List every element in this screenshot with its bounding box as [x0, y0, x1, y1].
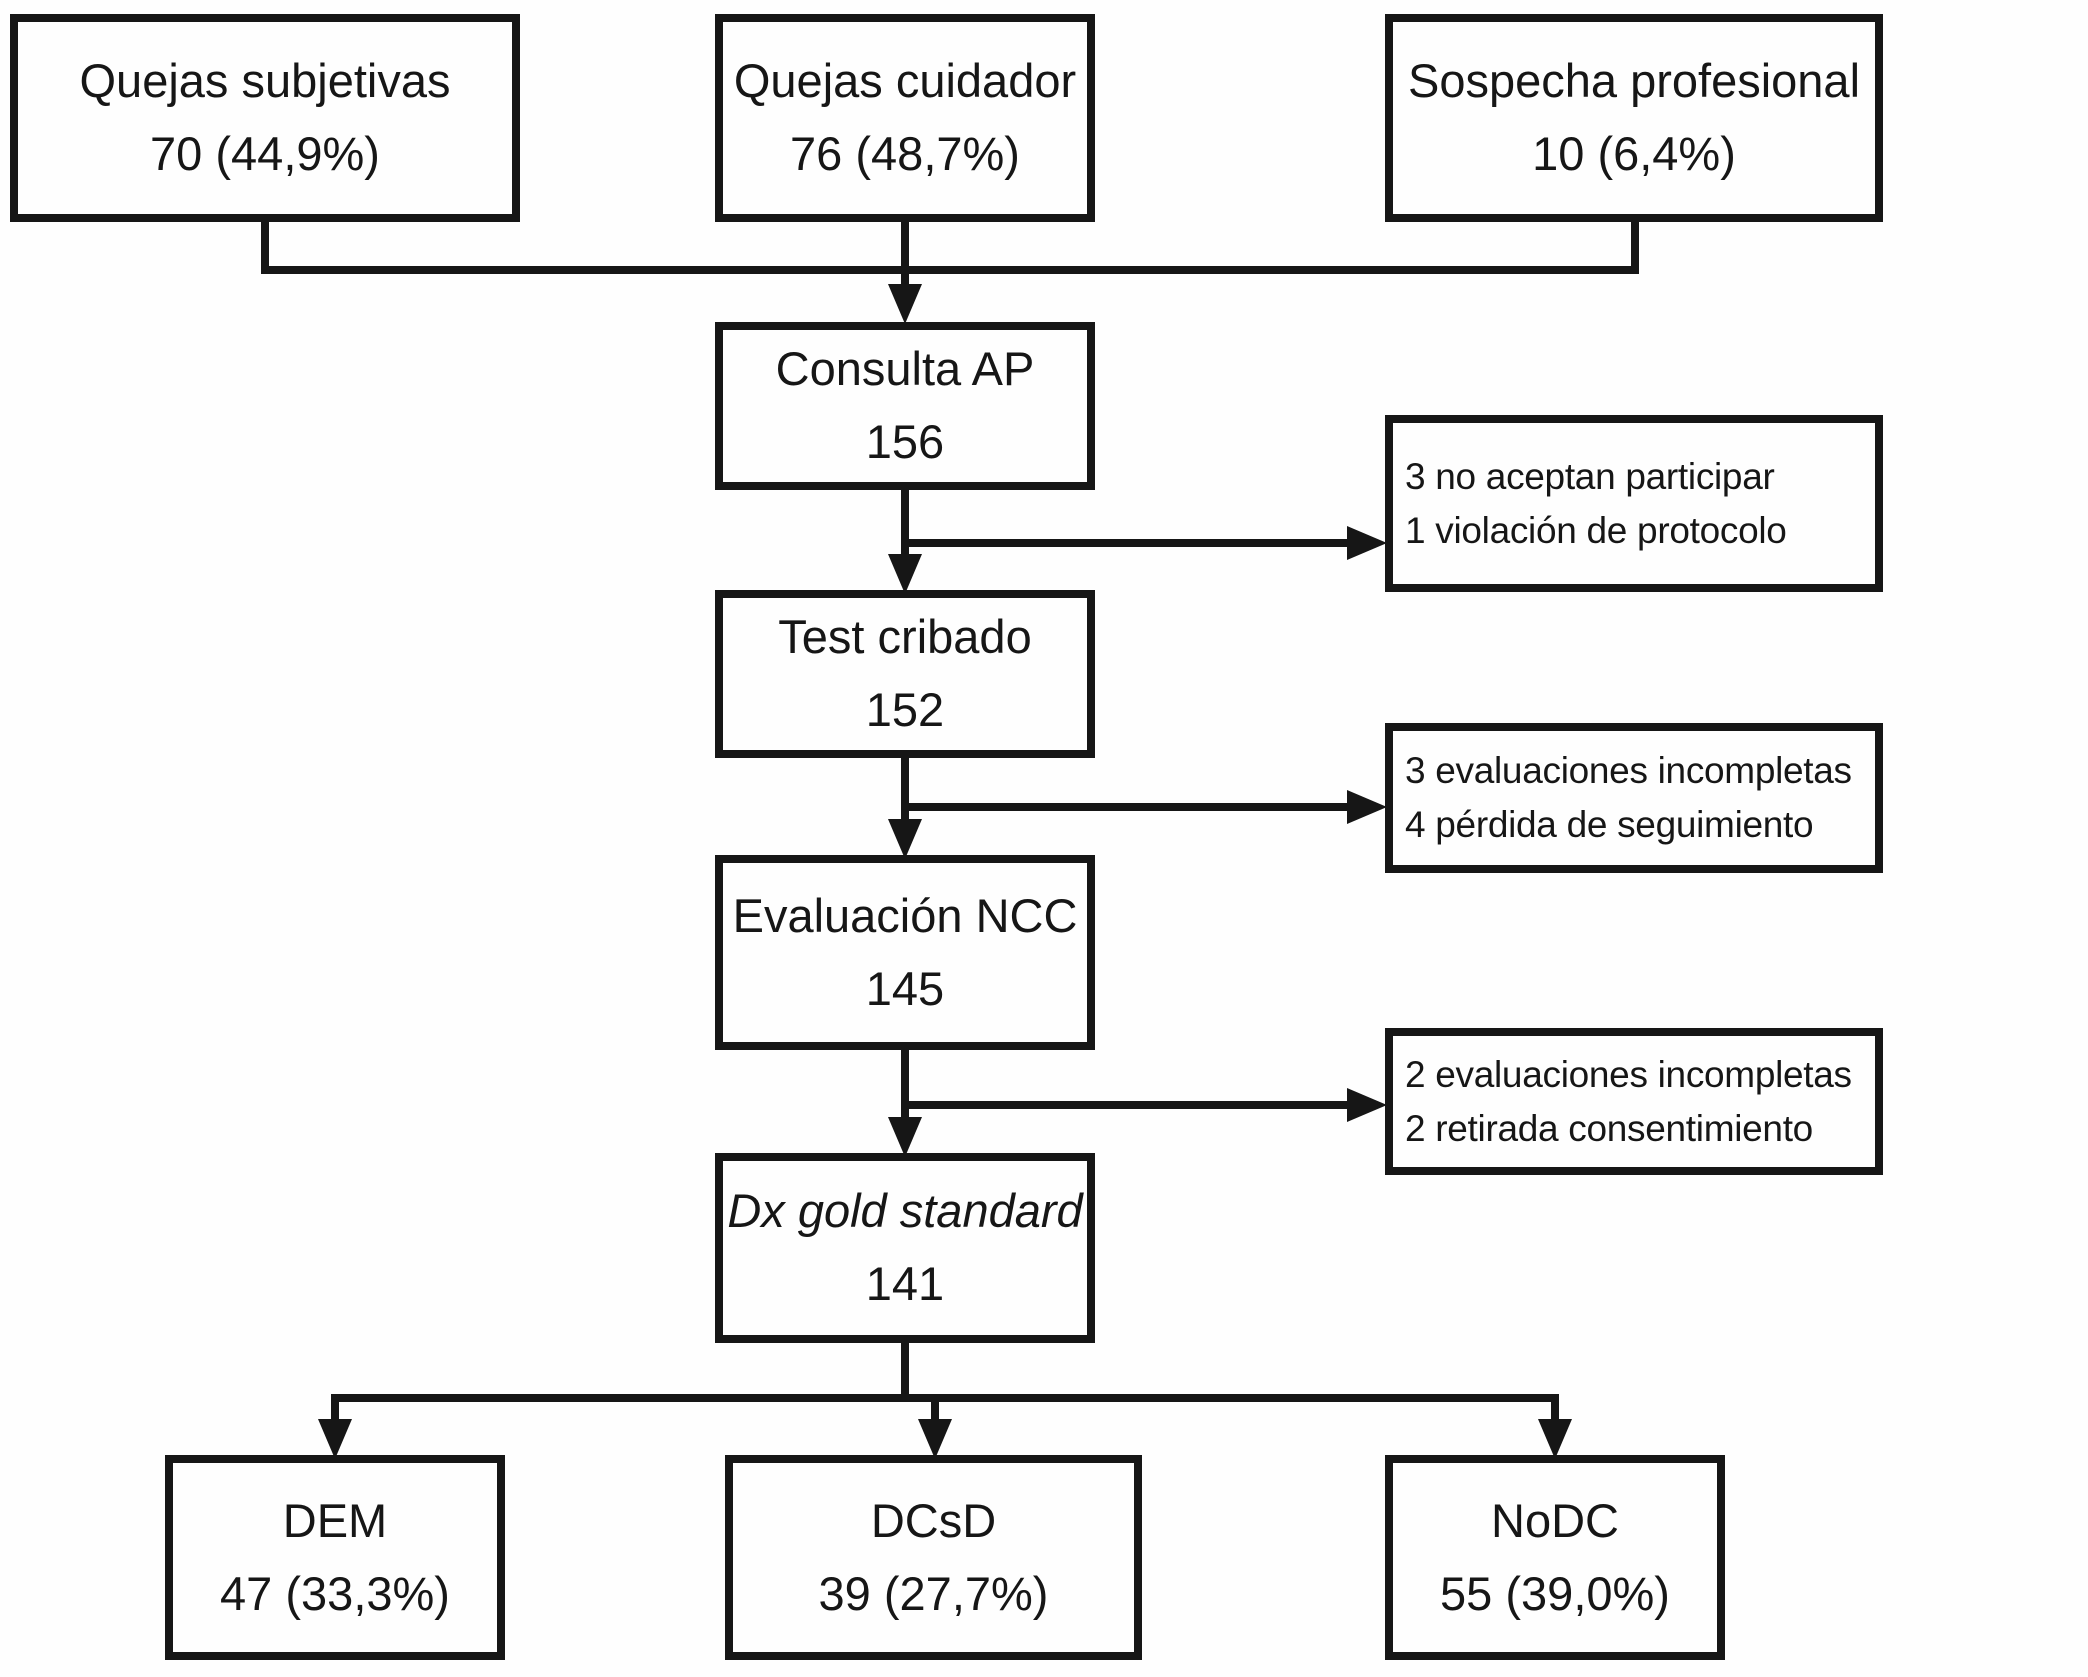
box-label: Quejas subjetivas: [79, 54, 451, 108]
exclusion-line: 2 evaluaciones incompletas: [1405, 1053, 1852, 1095]
box-label: Test cribado: [778, 610, 1032, 664]
box-label: Sospecha profesional: [1407, 54, 1861, 108]
exclusion-line: 3 no aceptan participar: [1405, 455, 1775, 497]
box-label: Quejas cuidador: [733, 54, 1077, 108]
arrowhead-into-dem: [318, 1419, 352, 1459]
box-label: Dx gold standard: [727, 1184, 1083, 1238]
box-exclusion-cribado: 3 evaluaciones incompletas 4 pérdida de …: [1385, 723, 1883, 873]
box-value: 47 (33,3%): [220, 1566, 450, 1620]
box-quejas-cuidador: Quejas cuidador 76 (48,7%): [715, 14, 1095, 222]
arrowhead-into-exclusion-1: [1347, 526, 1387, 560]
box-value: 152: [865, 683, 945, 736]
box-exclusion-ncc: 2 evaluaciones incompletas 2 retirada co…: [1385, 1028, 1883, 1175]
box-label: Evaluación NCC: [732, 888, 1078, 942]
arrowhead-into-consulta: [888, 284, 922, 324]
exclusion-line: 3 evaluaciones incompletas: [1405, 750, 1852, 792]
box-consulta-ap: Consulta AP 156: [715, 322, 1095, 490]
box-value: 10 (6,4%): [1532, 127, 1736, 180]
box-value: 141: [865, 1257, 945, 1310]
exclusion-line: 2 retirada consentimiento: [1405, 1107, 1813, 1149]
box-value: 55 (39,0%): [1440, 1566, 1670, 1620]
arrowhead-into-exclusion-2: [1347, 790, 1387, 824]
box-quejas-subjetivas: Quejas subjetivas 70 (44,9%): [10, 14, 520, 222]
arrowhead-into-evaluacion: [888, 819, 922, 859]
exclusion-line: 4 pérdida de seguimiento: [1405, 804, 1814, 845]
box-value: 39 (27,7%): [818, 1566, 1049, 1620]
box-value: 145: [865, 961, 945, 1015]
arrowhead-into-dcsd: [918, 1419, 952, 1459]
box-exclusion-consulta: 3 no aceptan participar 1 violación de p…: [1385, 415, 1883, 592]
box-dcsd: DCsD 39 (27,7%): [725, 1455, 1142, 1660]
arrowhead-into-exclusion-3: [1347, 1088, 1387, 1122]
box-test-cribado: Test cribado 152: [715, 590, 1095, 758]
box-sospecha-profesional: Sospecha profesional 10 (6,4%): [1385, 14, 1883, 222]
arrowhead-into-dx: [888, 1117, 922, 1157]
box-dem: DEM 47 (33,3%): [165, 1455, 505, 1660]
box-value: 70 (44,9%): [150, 127, 380, 180]
box-dx-gold-standard: Dx gold standard 141: [715, 1153, 1095, 1343]
box-value: 76 (48,7%): [790, 127, 1020, 180]
box-label: Consulta AP: [775, 342, 1035, 396]
box-evaluacion-ncc: Evaluación NCC 145: [715, 855, 1095, 1050]
box-nodc: NoDC 55 (39,0%): [1385, 1455, 1725, 1660]
box-value: 156: [865, 415, 945, 468]
exclusion-line: 1 violación de protocolo: [1405, 509, 1787, 551]
box-label: DCsD: [870, 1493, 997, 1547]
arrowhead-into-nodc: [1538, 1419, 1572, 1459]
box-label: NoDC: [1491, 1493, 1619, 1547]
arrowhead-into-test: [888, 554, 922, 594]
box-label: DEM: [282, 1493, 388, 1547]
